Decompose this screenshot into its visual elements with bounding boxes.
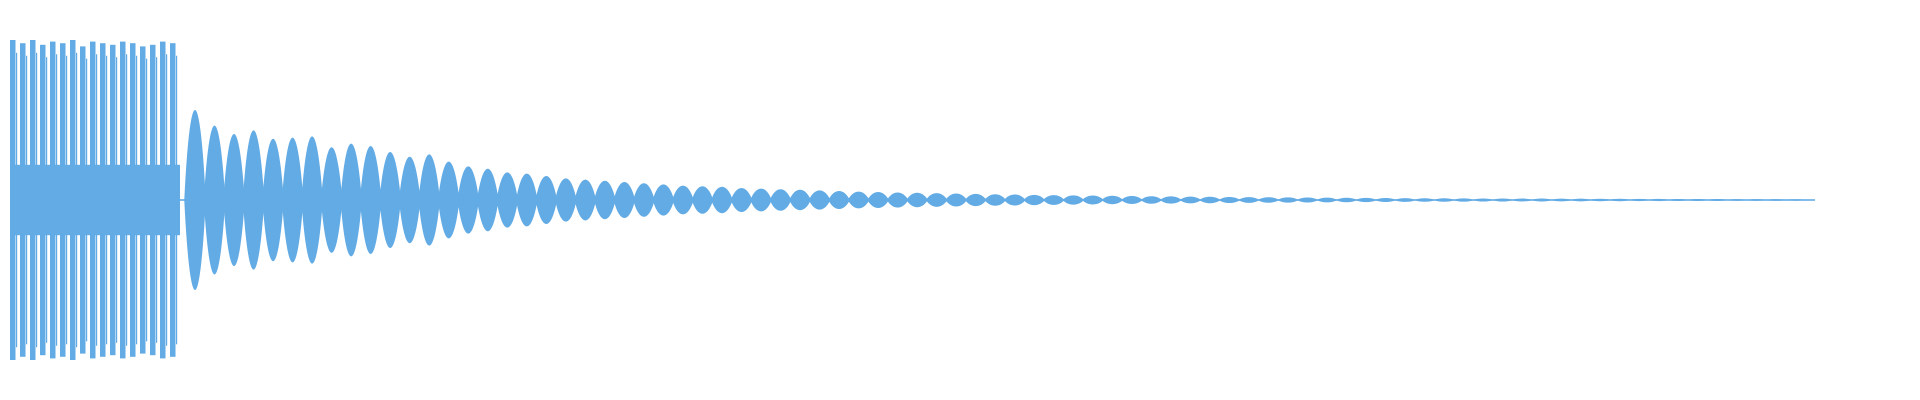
waveform-baseline [180, 199, 1815, 201]
waveform-shapes [10, 40, 1815, 360]
burst-body [10, 164, 180, 236]
